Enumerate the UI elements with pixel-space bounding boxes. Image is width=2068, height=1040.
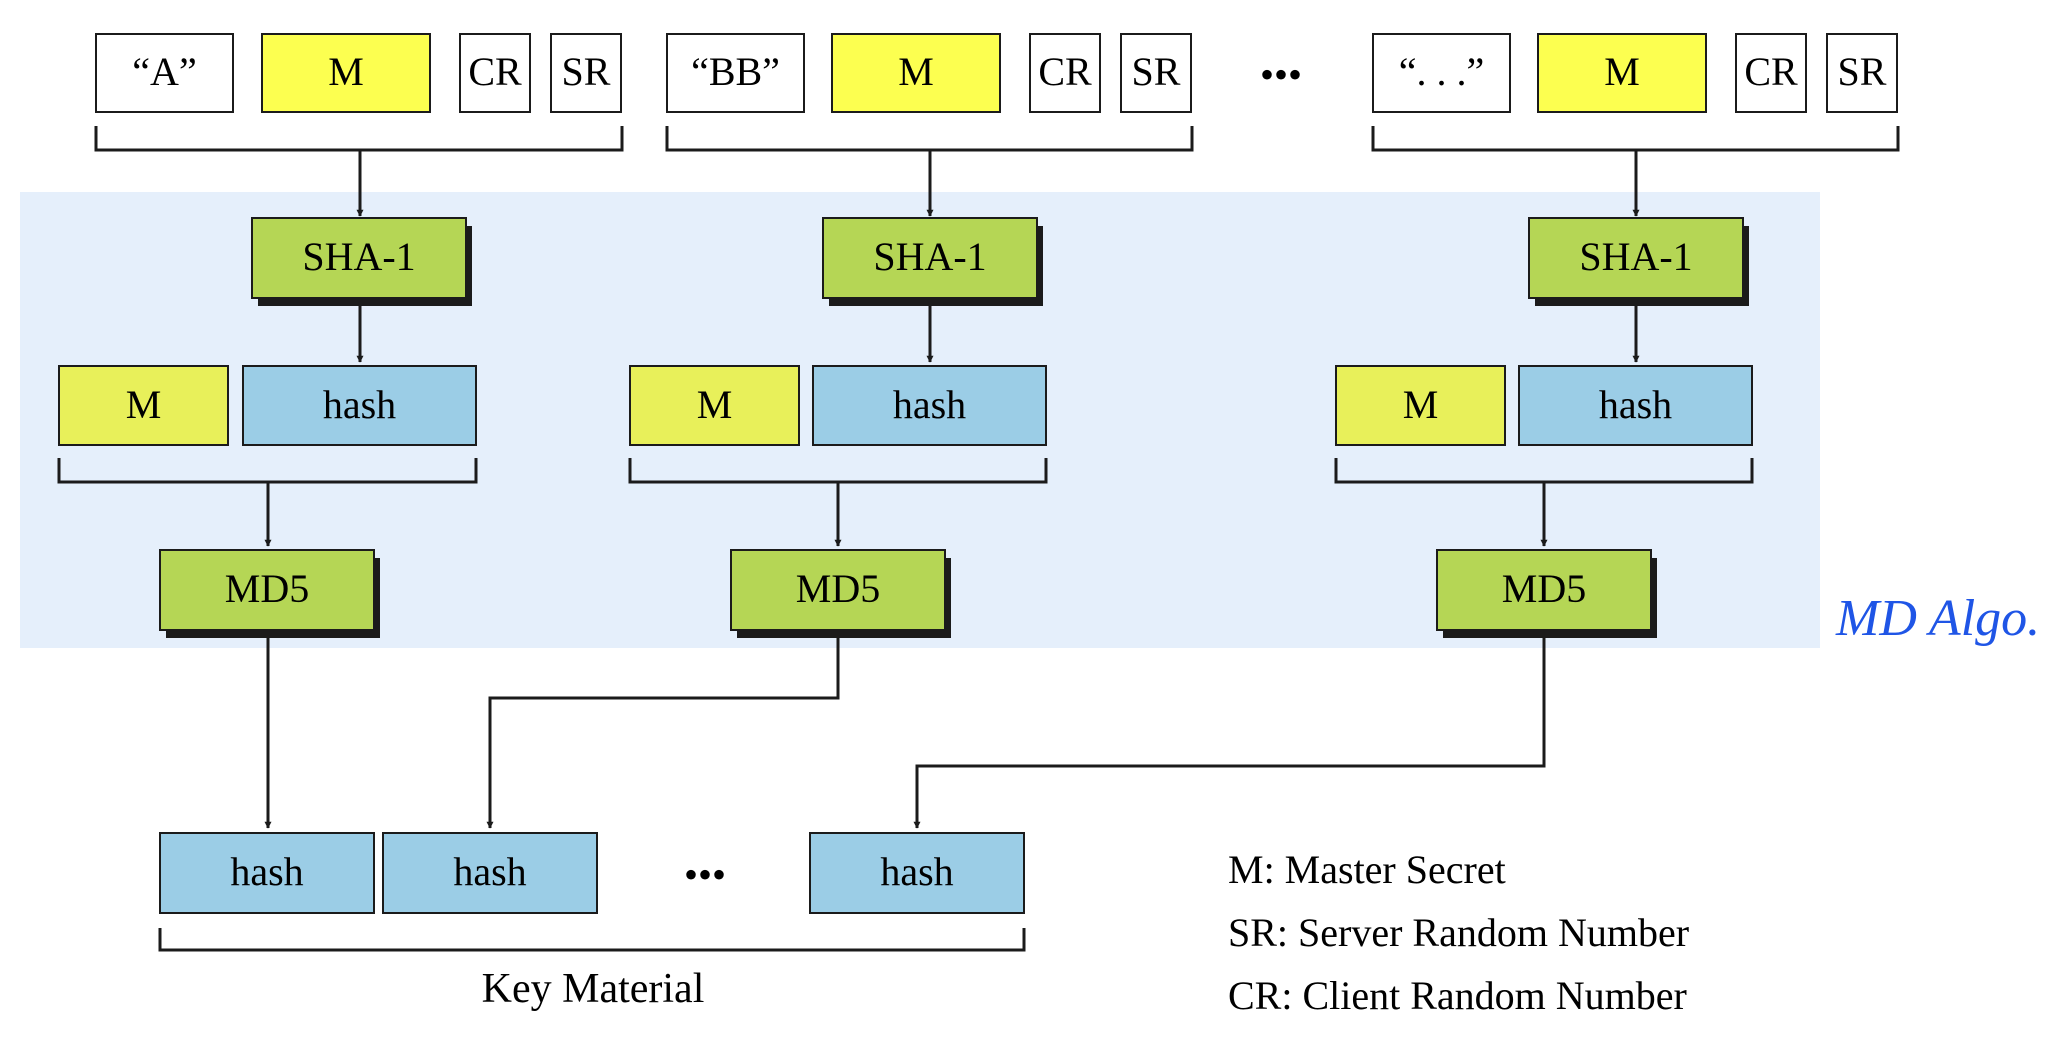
sha1-label: SHA-1 xyxy=(1579,234,1692,279)
sha1-hash-box xyxy=(242,365,477,446)
sha1-label: SHA-1 xyxy=(873,234,986,279)
input-bracket xyxy=(94,126,624,152)
master-secret-label-2: M xyxy=(697,382,733,427)
master-secret-label-2: M xyxy=(126,382,162,427)
output-hash-box-1 xyxy=(159,832,375,914)
input-bracket xyxy=(1371,126,1900,152)
legend: M: Master Secret SR: Server Random Numbe… xyxy=(1228,847,1689,1018)
server-random-label: SR xyxy=(1838,49,1887,94)
output-ellipsis: ••• xyxy=(684,852,726,897)
md5-label: MD5 xyxy=(796,566,880,611)
sha1-hash-label: hash xyxy=(893,382,966,427)
md5-label: MD5 xyxy=(225,566,309,611)
md5-label: MD5 xyxy=(1502,566,1586,611)
group-1: “A” M CR SR SHA-1 M hash MD5 xyxy=(57,33,624,829)
server-random-label: SR xyxy=(562,49,611,94)
master-secret-box-2 xyxy=(629,365,800,446)
input-box xyxy=(666,33,805,113)
arrow-to-output-hash-2 xyxy=(486,638,840,829)
input-label: “A” xyxy=(132,49,196,94)
server-random-label: SR xyxy=(1132,49,1181,94)
key-material: hash hash ••• hash Key Material xyxy=(158,832,1026,1012)
input-bracket xyxy=(665,126,1194,152)
group-3: “. . .” M CR SR SHA-1 M hash MD5 xyxy=(913,33,1900,829)
master-secret-box xyxy=(1537,33,1707,113)
sha1-hash-box xyxy=(1518,365,1753,446)
server-random-box xyxy=(550,33,622,113)
sha1-hash-label: hash xyxy=(1599,382,1672,427)
md5-box xyxy=(159,549,375,631)
sha1-hash-box xyxy=(812,365,1047,446)
sha1-label: SHA-1 xyxy=(302,234,415,279)
sha1-hash-label: hash xyxy=(323,382,396,427)
sha1-box xyxy=(251,217,467,299)
master-secret-box xyxy=(831,33,1001,113)
master-secret-label-2: M xyxy=(1403,382,1439,427)
input-box xyxy=(1372,33,1511,113)
key-material-label: Key Material xyxy=(482,966,705,1012)
master-secret-label: M xyxy=(898,49,934,94)
output-hash-box-2 xyxy=(382,832,598,914)
server-random-box xyxy=(1826,33,1898,113)
client-random-box xyxy=(459,33,531,113)
client-random-label: CR xyxy=(1744,49,1798,94)
arrow-to-output-hash-3 xyxy=(913,638,1546,829)
master-secret-box-2 xyxy=(1335,365,1506,446)
legend-server-random: SR: Server Random Number xyxy=(1228,910,1689,955)
sha1-box xyxy=(822,217,1038,299)
legend-master-secret: M: Master Secret xyxy=(1228,847,1506,892)
input-label: “. . .” xyxy=(1399,49,1485,94)
master-secret-box-2 xyxy=(58,365,229,446)
md-algo-annotation: MD Algo. xyxy=(1835,590,2040,647)
legend-client-random: CR: Client Random Number xyxy=(1228,973,1687,1018)
key-material-bracket xyxy=(158,928,1026,952)
client-random-box xyxy=(1735,33,1807,113)
sha1-box xyxy=(1528,217,1744,299)
input-label: “BB” xyxy=(691,49,780,94)
group-2: “BB” M CR SR SHA-1 M hash MD5 xyxy=(486,33,1194,829)
input-box xyxy=(95,33,234,113)
master-secret-label: M xyxy=(1604,49,1640,94)
server-random-box xyxy=(1120,33,1192,113)
output-hash-label-3: hash xyxy=(880,849,953,894)
client-random-label: CR xyxy=(1038,49,1092,94)
md5-box xyxy=(1436,549,1652,631)
output-hash-label-1: hash xyxy=(230,849,303,894)
client-random-label: CR xyxy=(468,49,522,94)
output-hash-label-2: hash xyxy=(453,849,526,894)
md5-box xyxy=(730,549,946,631)
client-random-box xyxy=(1029,33,1101,113)
top-ellipsis: ••• xyxy=(1260,52,1302,97)
output-hash-box-3 xyxy=(809,832,1025,914)
master-secret-label: M xyxy=(328,49,364,94)
master-secret-box xyxy=(261,33,431,113)
